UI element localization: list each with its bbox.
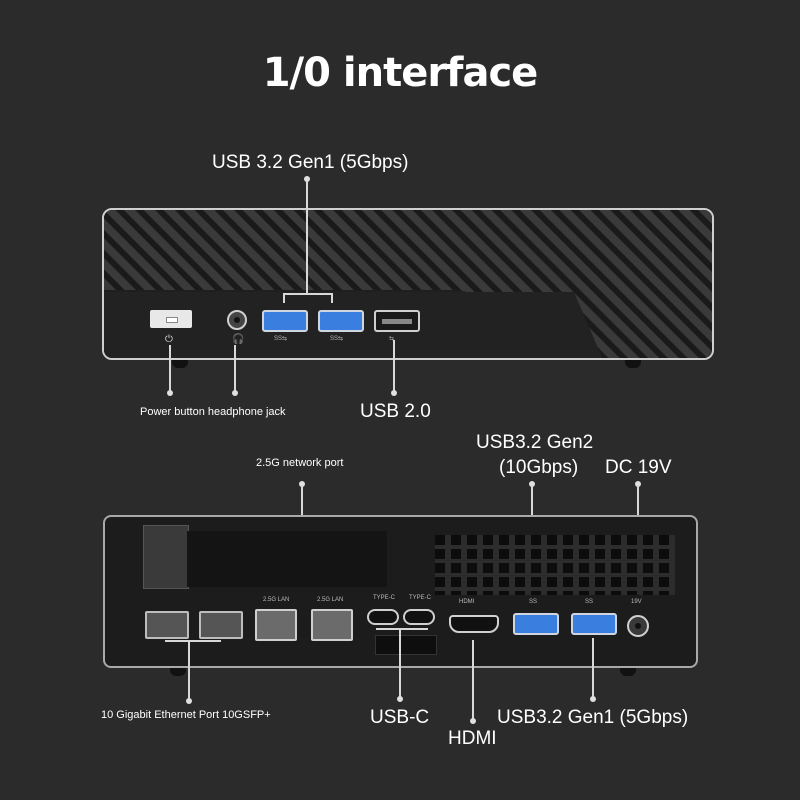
- front-usb3-port-1[interactable]: [262, 310, 308, 332]
- rear-usb3-gen2-port[interactable]: [513, 613, 559, 635]
- headphone-jack[interactable]: [227, 310, 247, 330]
- callout-dot: [186, 698, 192, 704]
- callout-dot: [299, 481, 305, 487]
- ss-a-marking: SS: [529, 599, 538, 605]
- front-usb2-port[interactable]: [374, 310, 420, 332]
- ss-icon: SS⇆: [330, 336, 344, 342]
- lan-b-marking: 2.5G LAN: [317, 597, 344, 603]
- callout-dot: [167, 390, 173, 396]
- sfp-port-1[interactable]: [145, 611, 189, 639]
- sfp-port-2[interactable]: [199, 611, 243, 639]
- front-vent-grille: [104, 210, 712, 358]
- front-foot-right: [625, 360, 641, 368]
- usbc-latch: [375, 635, 437, 655]
- label-usb20: USB 2.0: [360, 401, 431, 422]
- label-front-usb32-gen1: USB 3.2 Gen1 (5Gbps): [212, 152, 409, 173]
- callout-dot: [232, 390, 238, 396]
- hdmi-marking: HDMI: [459, 599, 475, 605]
- callout-line: [399, 628, 401, 698]
- typec-a-marking: TYPE-C: [373, 595, 396, 601]
- usbc-port-1[interactable]: [367, 609, 399, 625]
- callout-dot: [635, 481, 641, 487]
- expansion-slot: [187, 531, 387, 587]
- page-title: 1/0 interface: [262, 50, 539, 96]
- callout-line: [472, 640, 474, 720]
- lan-port-1[interactable]: [255, 609, 297, 641]
- lan-port-2[interactable]: [311, 609, 353, 641]
- label-usb32-gen2-line1: USB3.2 Gen2: [476, 432, 594, 453]
- front-usb3-port-2[interactable]: [318, 310, 364, 332]
- callout-line: [331, 293, 333, 303]
- label-dc-19v: DC 19V: [605, 457, 672, 478]
- dc-power-jack[interactable]: [627, 615, 649, 637]
- callout-line: [165, 640, 221, 642]
- ss-icon: SS⇆: [274, 336, 288, 342]
- dc-marking: 19V: [631, 599, 642, 605]
- typec-b-marking: TYPE-C: [409, 595, 432, 601]
- label-25g-network: 2.5G network port: [256, 457, 344, 469]
- label-usbc: USB-C: [370, 707, 430, 728]
- lan-a-marking: 2.5G LAN: [263, 597, 290, 603]
- front-panel: ⏻ 🎧 SS⇆ SS⇆ ⇆: [102, 208, 714, 360]
- usbc-port-2[interactable]: [403, 609, 435, 625]
- label-usb32-gen2-line2: (10Gbps): [499, 457, 579, 478]
- rear-usb3-gen1-port[interactable]: [571, 613, 617, 635]
- expansion-bracket: [143, 525, 189, 589]
- label-hdmi: HDMI: [448, 728, 497, 749]
- rear-foot-left: [170, 668, 186, 676]
- callout-line: [234, 345, 236, 392]
- callout-line: [283, 293, 333, 295]
- callout-line: [283, 293, 285, 303]
- callout-dot: [304, 176, 310, 182]
- label-power-headphone: Power button headphone jack: [140, 406, 286, 418]
- callout-dot: [529, 481, 535, 487]
- rear-panel: 2.5G LAN 2.5G LAN TYPE-C TYPE-C HDMI SS …: [103, 515, 698, 668]
- callout-dot: [590, 696, 596, 702]
- callout-dot: [391, 390, 397, 396]
- callout-line: [306, 180, 308, 294]
- rear-vent-grille: [435, 535, 675, 595]
- rear-foot-right: [620, 668, 636, 676]
- label-rear-usb32-gen1: USB3.2 Gen1 (5Gbps): [497, 707, 689, 728]
- callout-line: [376, 628, 428, 630]
- usb-icon: ⇆: [389, 336, 395, 342]
- hdmi-port[interactable]: [449, 615, 499, 633]
- label-sfp: 10 Gigabit Ethernet Port 10GSFP+: [101, 709, 271, 721]
- headphone-icon: 🎧: [232, 334, 245, 345]
- callout-line: [393, 340, 395, 392]
- front-foot-left: [172, 360, 188, 368]
- callout-line: [592, 638, 594, 698]
- power-button[interactable]: [150, 310, 192, 328]
- callout-dot: [397, 696, 403, 702]
- power-icon: ⏻: [165, 334, 173, 345]
- ss-b-marking: SS: [585, 599, 594, 605]
- callout-line: [188, 640, 190, 700]
- callout-line: [169, 345, 171, 392]
- callout-dot: [470, 718, 476, 724]
